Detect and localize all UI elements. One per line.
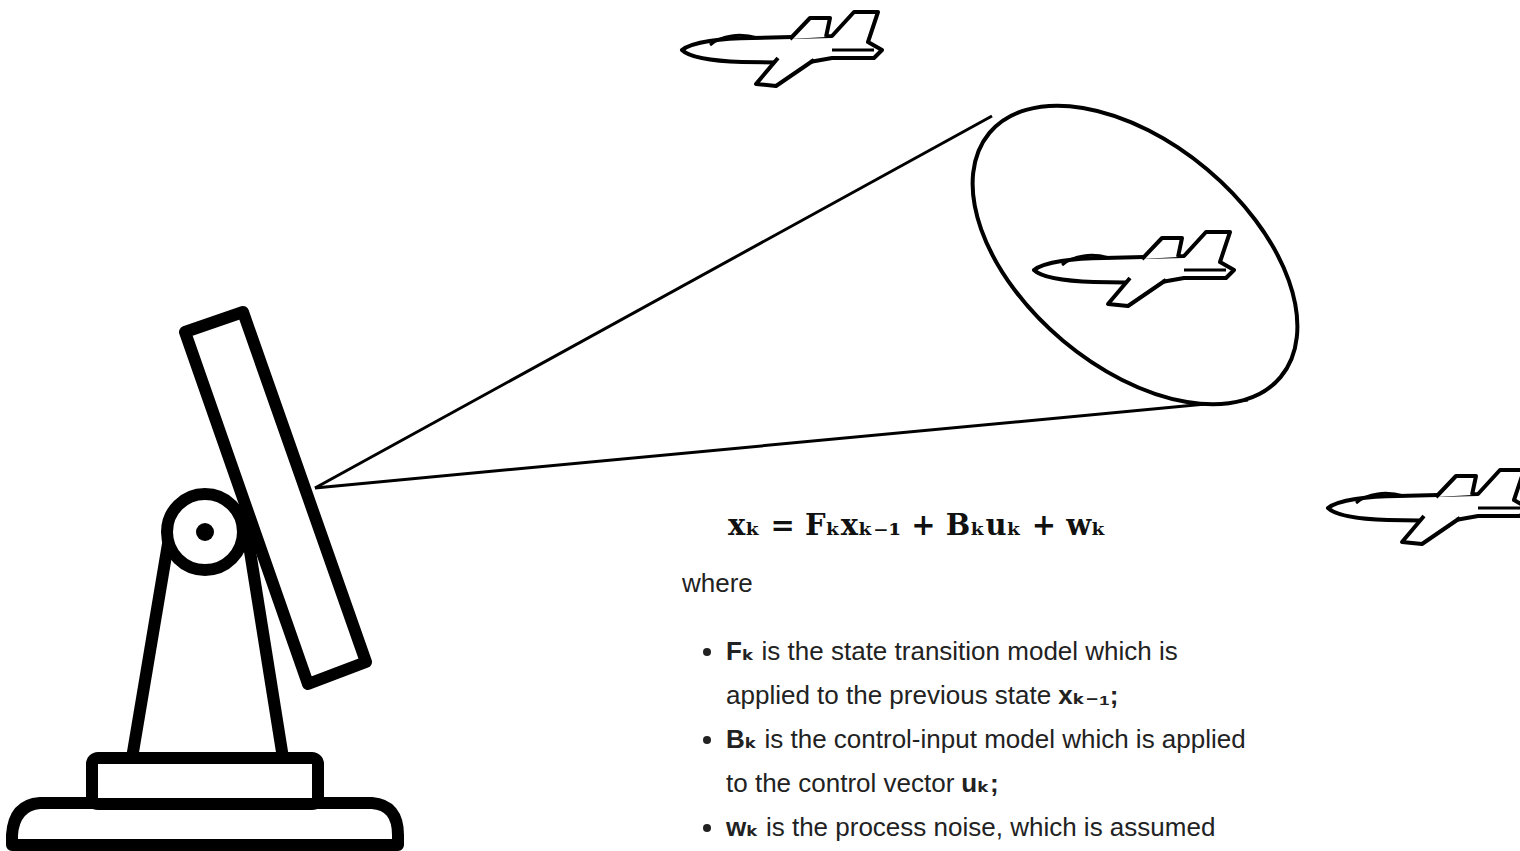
- state-equation: xₖ = Fₖxₖ₋₁ + Bₖuₖ + wₖ: [728, 508, 1106, 542]
- radar-beam: [315, 47, 1353, 488]
- symbol-text: Fₖ: [726, 636, 755, 666]
- airplanes: [682, 12, 1520, 544]
- where-text: where: [682, 568, 753, 599]
- definition-list: Fₖis the state transition model which is…: [680, 629, 1246, 849]
- definition-text: is the process noise, which is assumed: [766, 812, 1215, 842]
- radar-mount: [12, 312, 398, 845]
- symbol-text: uₖ;: [961, 768, 998, 798]
- symbol-text: Bₖ: [726, 724, 757, 754]
- definition-item: Fₖis the state transition model which is…: [726, 629, 1246, 717]
- definition-item: Bₖis the control-input model which is ap…: [726, 717, 1246, 805]
- symbol-text: wₖ: [726, 812, 759, 842]
- definition-item: wₖis the process noise, which is assumed: [726, 805, 1246, 849]
- symbol-text: xₖ₋₁;: [1058, 680, 1118, 710]
